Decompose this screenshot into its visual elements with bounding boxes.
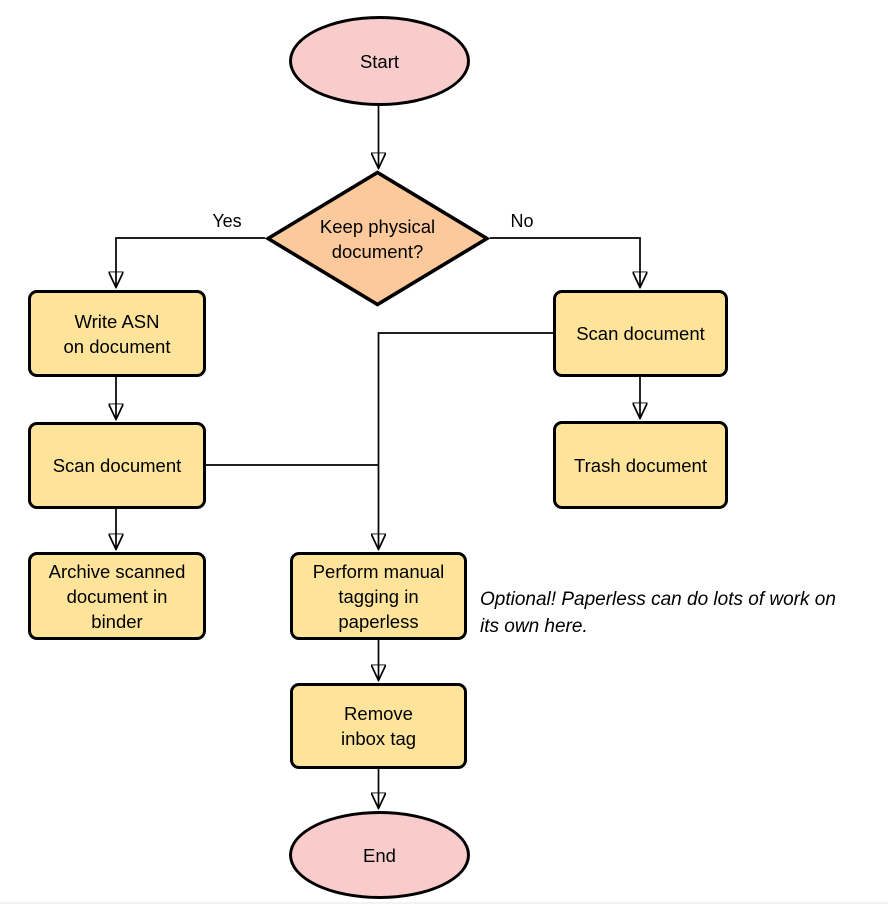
edge-label-yes: Yes <box>212 211 242 231</box>
node-trash-document: Trash document <box>553 421 728 509</box>
node-start-label: Start <box>359 50 400 72</box>
node-scan-right-label: Scan document <box>576 323 705 344</box>
node-remove-inbox-tag: Remove inbox tag <box>290 683 467 769</box>
note-optional-paperless: Optional! Paperless can do lots of work … <box>480 589 836 637</box>
node-scan-left-label: Scan document <box>52 455 182 476</box>
edge-scan-right-to-tagging <box>379 332 553 549</box>
edge-label-no: No <box>510 211 534 231</box>
edge-decision-to-write-asn <box>116 237 265 287</box>
node-decision-keep-physical-document: Keep physical document? <box>265 170 490 307</box>
node-write-asn-label: Write ASN on document <box>63 310 171 357</box>
node-decision-label: Keep physical document? <box>319 215 436 262</box>
bottom-divider <box>0 902 888 904</box>
node-start: Start <box>289 16 470 106</box>
node-archive-scanned-document: Archive scanned document in binder <box>28 552 206 640</box>
node-perform-manual-tagging: Perform manual tagging in paperless <box>290 552 467 640</box>
node-end: End <box>289 811 470 899</box>
node-trash-label: Trash document <box>574 454 707 476</box>
node-end-label: End <box>363 844 396 866</box>
node-tagging-label: Perform manual tagging in paperless <box>312 560 445 632</box>
node-scan-document-left: Scan document <box>28 422 206 509</box>
diamond-shape <box>265 170 490 307</box>
node-archive-label: Archive scanned document in binder <box>48 560 186 632</box>
node-write-asn-on-document: Write ASN on document <box>28 290 206 377</box>
edge-decision-to-scan-right <box>490 237 640 287</box>
node-scan-document-right: Scan document <box>553 290 728 377</box>
node-remove-inbox-label: Remove inbox tag <box>340 703 417 749</box>
